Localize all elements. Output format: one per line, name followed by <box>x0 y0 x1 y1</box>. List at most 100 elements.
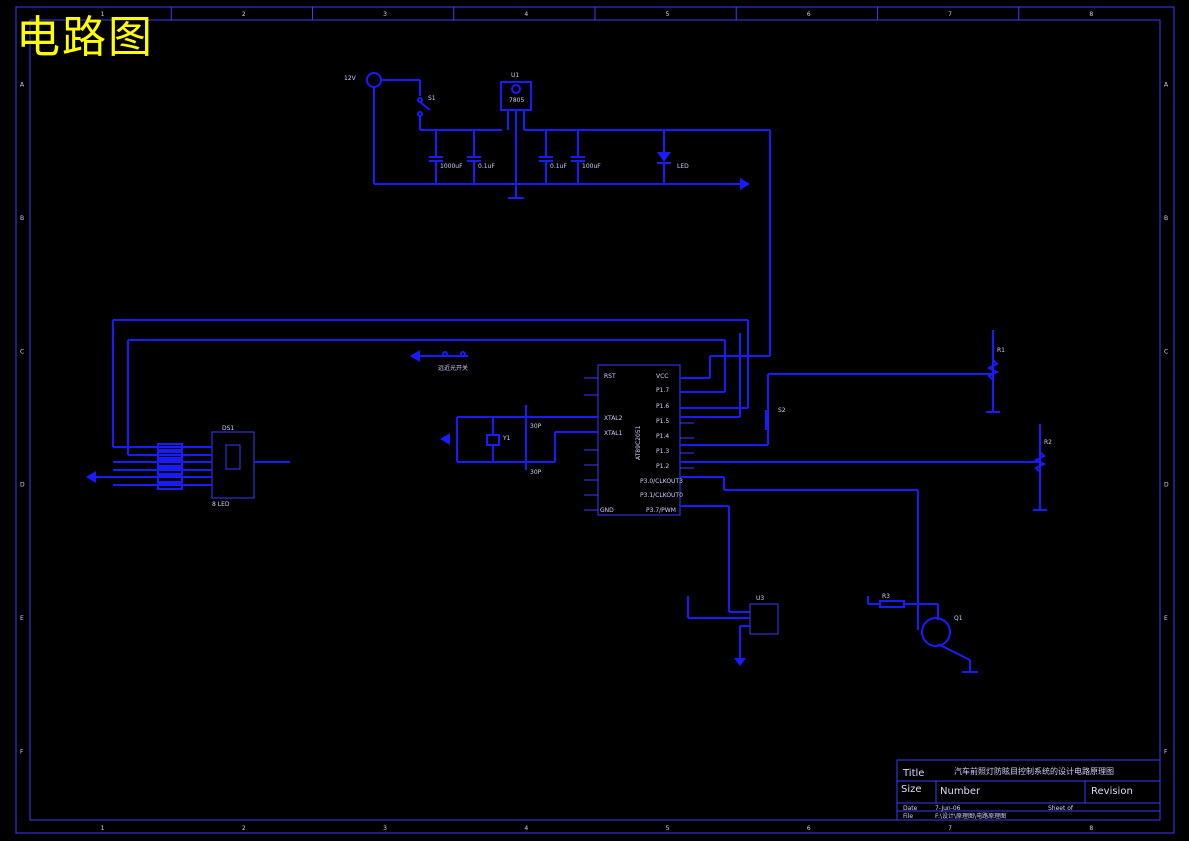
power-input-terminal <box>366 72 382 88</box>
svg-text:XTAL2: XTAL2 <box>604 415 623 422</box>
svg-text:XTAL1: XTAL1 <box>604 430 623 437</box>
column-markers-top: 1 2 3 4 5 6 7 8 <box>101 7 1093 20</box>
svg-text:P1.7: P1.7 <box>656 387 669 394</box>
column-marker: 6 <box>807 11 811 18</box>
column-marker: 2 <box>242 825 246 832</box>
svg-text:1000uF: 1000uF <box>440 163 463 170</box>
svg-text:S1: S1 <box>428 95 436 102</box>
svg-text:P1.4: P1.4 <box>656 433 669 440</box>
row-marker: A <box>20 82 25 89</box>
crystal-oscillator: Y1 30P 30P <box>440 405 598 476</box>
column-marker: 2 <box>242 11 246 18</box>
column-marker: 4 <box>524 11 528 18</box>
svg-text:LED: LED <box>677 163 689 170</box>
mcu-wiring <box>112 319 1040 630</box>
column-marker: 5 <box>666 11 670 18</box>
power-input-label: 12V <box>344 75 357 82</box>
row-marker: F <box>1164 748 1168 755</box>
file-value: F:\设计\原理图\电路原理图 <box>935 812 1006 820</box>
revision-label: Revision <box>1091 786 1133 797</box>
ground-arrow-power <box>740 178 750 190</box>
column-marker: 1 <box>101 825 105 832</box>
crystal-y1 <box>486 434 500 446</box>
svg-text:30P: 30P <box>530 469 542 476</box>
resistor-r3 <box>879 600 905 608</box>
row-marker: E <box>20 615 24 622</box>
number-label: Number <box>940 786 981 797</box>
column-marker: 8 <box>1089 825 1093 832</box>
svg-text:GND: GND <box>600 507 614 514</box>
column-marker: 3 <box>383 11 387 18</box>
svg-text:Y1: Y1 <box>502 435 511 442</box>
row-marker: A <box>1164 82 1169 89</box>
file-label: File <box>903 813 913 820</box>
page-title: 电路图 <box>16 12 154 63</box>
led-display: 8 LED DS1 <box>86 425 290 508</box>
resistor-array <box>157 443 183 490</box>
row-marker: E <box>1164 615 1168 622</box>
svg-text:RST: RST <box>604 373 616 380</box>
svg-text:R3: R3 <box>882 593 890 600</box>
svg-text:P1.2: P1.2 <box>656 463 669 470</box>
svg-text:0.1uF: 0.1uF <box>478 163 495 170</box>
column-marker: 3 <box>383 825 387 832</box>
svg-text:远近光开关: 远近光开关 <box>438 364 468 372</box>
svg-text:R1: R1 <box>997 347 1005 354</box>
svg-text:DS1: DS1 <box>222 425 234 432</box>
svg-text:U1: U1 <box>511 72 519 79</box>
row-marker: C <box>20 348 24 355</box>
svg-text:VCC: VCC <box>656 373 668 380</box>
mcu-at89c2051: AT89C2051 RST XTAL2 XTAL1 GND VCC P1.7 P… <box>584 364 694 516</box>
row-marker: F <box>20 748 24 755</box>
svg-text:7805: 7805 <box>509 97 524 104</box>
power-led: LED <box>657 130 689 184</box>
transistor-q1 <box>921 617 951 647</box>
column-marker: 7 <box>948 11 952 18</box>
svg-text:S2: S2 <box>778 407 786 414</box>
svg-text:100uF: 100uF <box>582 163 601 170</box>
capacitor-c3: 0.1uF <box>539 130 567 184</box>
capacitor-c4: 100uF <box>571 130 601 184</box>
column-marker: 8 <box>1089 11 1093 18</box>
date-value: 7-Jun-06 <box>935 805 961 812</box>
capacitor-c1: 1000uF <box>429 130 463 184</box>
size-label: Size <box>901 784 922 795</box>
title-label: Title <box>902 768 924 779</box>
mcu-part-label: AT89C2051 <box>635 425 642 460</box>
svg-text:Q1: Q1 <box>954 615 963 622</box>
sheet-border: 1 2 3 4 5 6 7 8 1 2 3 4 5 6 7 8 A B C D E F A B C D E F <box>15 6 1175 834</box>
svg-text:R2: R2 <box>1044 439 1052 446</box>
sensor-u3: U3 <box>687 595 779 666</box>
column-marker: 6 <box>807 825 811 832</box>
svg-text:P1.3: P1.3 <box>656 448 669 455</box>
row-markers-right: A B C D E F <box>1164 82 1169 756</box>
svg-text:0.1uF: 0.1uF <box>550 163 567 170</box>
key-switch: S2 <box>765 407 786 430</box>
power-supply-section: 12V S1 7805 U1 1000uF 0.1uF 0.1uF 100uF … <box>344 72 771 356</box>
svg-text:P3.0/CLKOUT3: P3.0/CLKOUT3 <box>640 478 683 485</box>
svg-text:P1.6: P1.6 <box>656 403 669 410</box>
svg-text:P1.5: P1.5 <box>656 418 669 425</box>
row-marker: B <box>20 215 24 222</box>
date-label: Date <box>903 805 918 812</box>
ground-arrow-crystal <box>440 433 450 445</box>
row-marker: D <box>20 482 25 489</box>
svg-text:8 LED: 8 LED <box>212 501 230 508</box>
column-marker: 5 <box>666 825 670 832</box>
svg-text:30P: 30P <box>530 423 542 430</box>
column-marker: 1 <box>101 11 105 18</box>
mode-switch: 远近光开关 <box>410 350 468 372</box>
column-marker: 4 <box>524 825 528 832</box>
potentiometers: R1 R2 <box>986 330 1052 511</box>
regulator-7805 <box>500 81 532 111</box>
row-marker: D <box>1164 482 1169 489</box>
svg-text:P3.7/PWM: P3.7/PWM <box>646 507 676 514</box>
capacitor-c2: 0.1uF <box>467 130 495 184</box>
title-block: Title 汽车前照灯防眩目控制系统的设计电路原理图 Size Number R… <box>896 759 1161 821</box>
row-marker: B <box>1164 215 1168 222</box>
row-marker: C <box>1164 348 1168 355</box>
transistor-driver: R3 Q1 <box>867 593 978 673</box>
row-markers-left: A B C D E F <box>20 82 25 756</box>
